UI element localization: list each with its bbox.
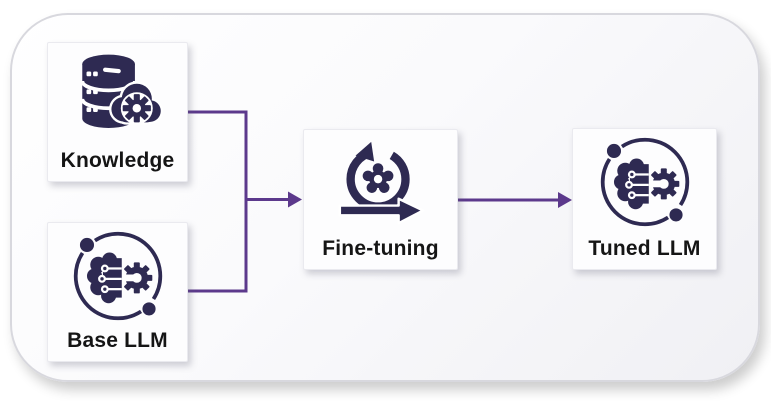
arrowhead-into-tunedllm [558,192,572,208]
arrowhead-into-finetuning [288,191,302,208]
node-label: Knowledge [60,149,175,172]
node-label: Fine-tuning [322,237,439,260]
node-label: Tuned LLM [588,237,701,260]
edge-knowledge-to-junction [188,110,248,293]
iteration-gear-arrow-icon [338,141,424,225]
brain-circuit-gear-icon [73,231,162,321]
node-base-llm: Base LLM [47,222,188,362]
node-fine-tuning: Fine-tuning [303,129,458,270]
brain-circuit-gear-icon [600,137,689,227]
node-tuned-llm: Tuned LLM [572,128,717,270]
database-gear-cloud-icon [79,54,163,128]
node-knowledge: Knowledge [47,42,188,182]
node-label: Base LLM [67,329,168,352]
